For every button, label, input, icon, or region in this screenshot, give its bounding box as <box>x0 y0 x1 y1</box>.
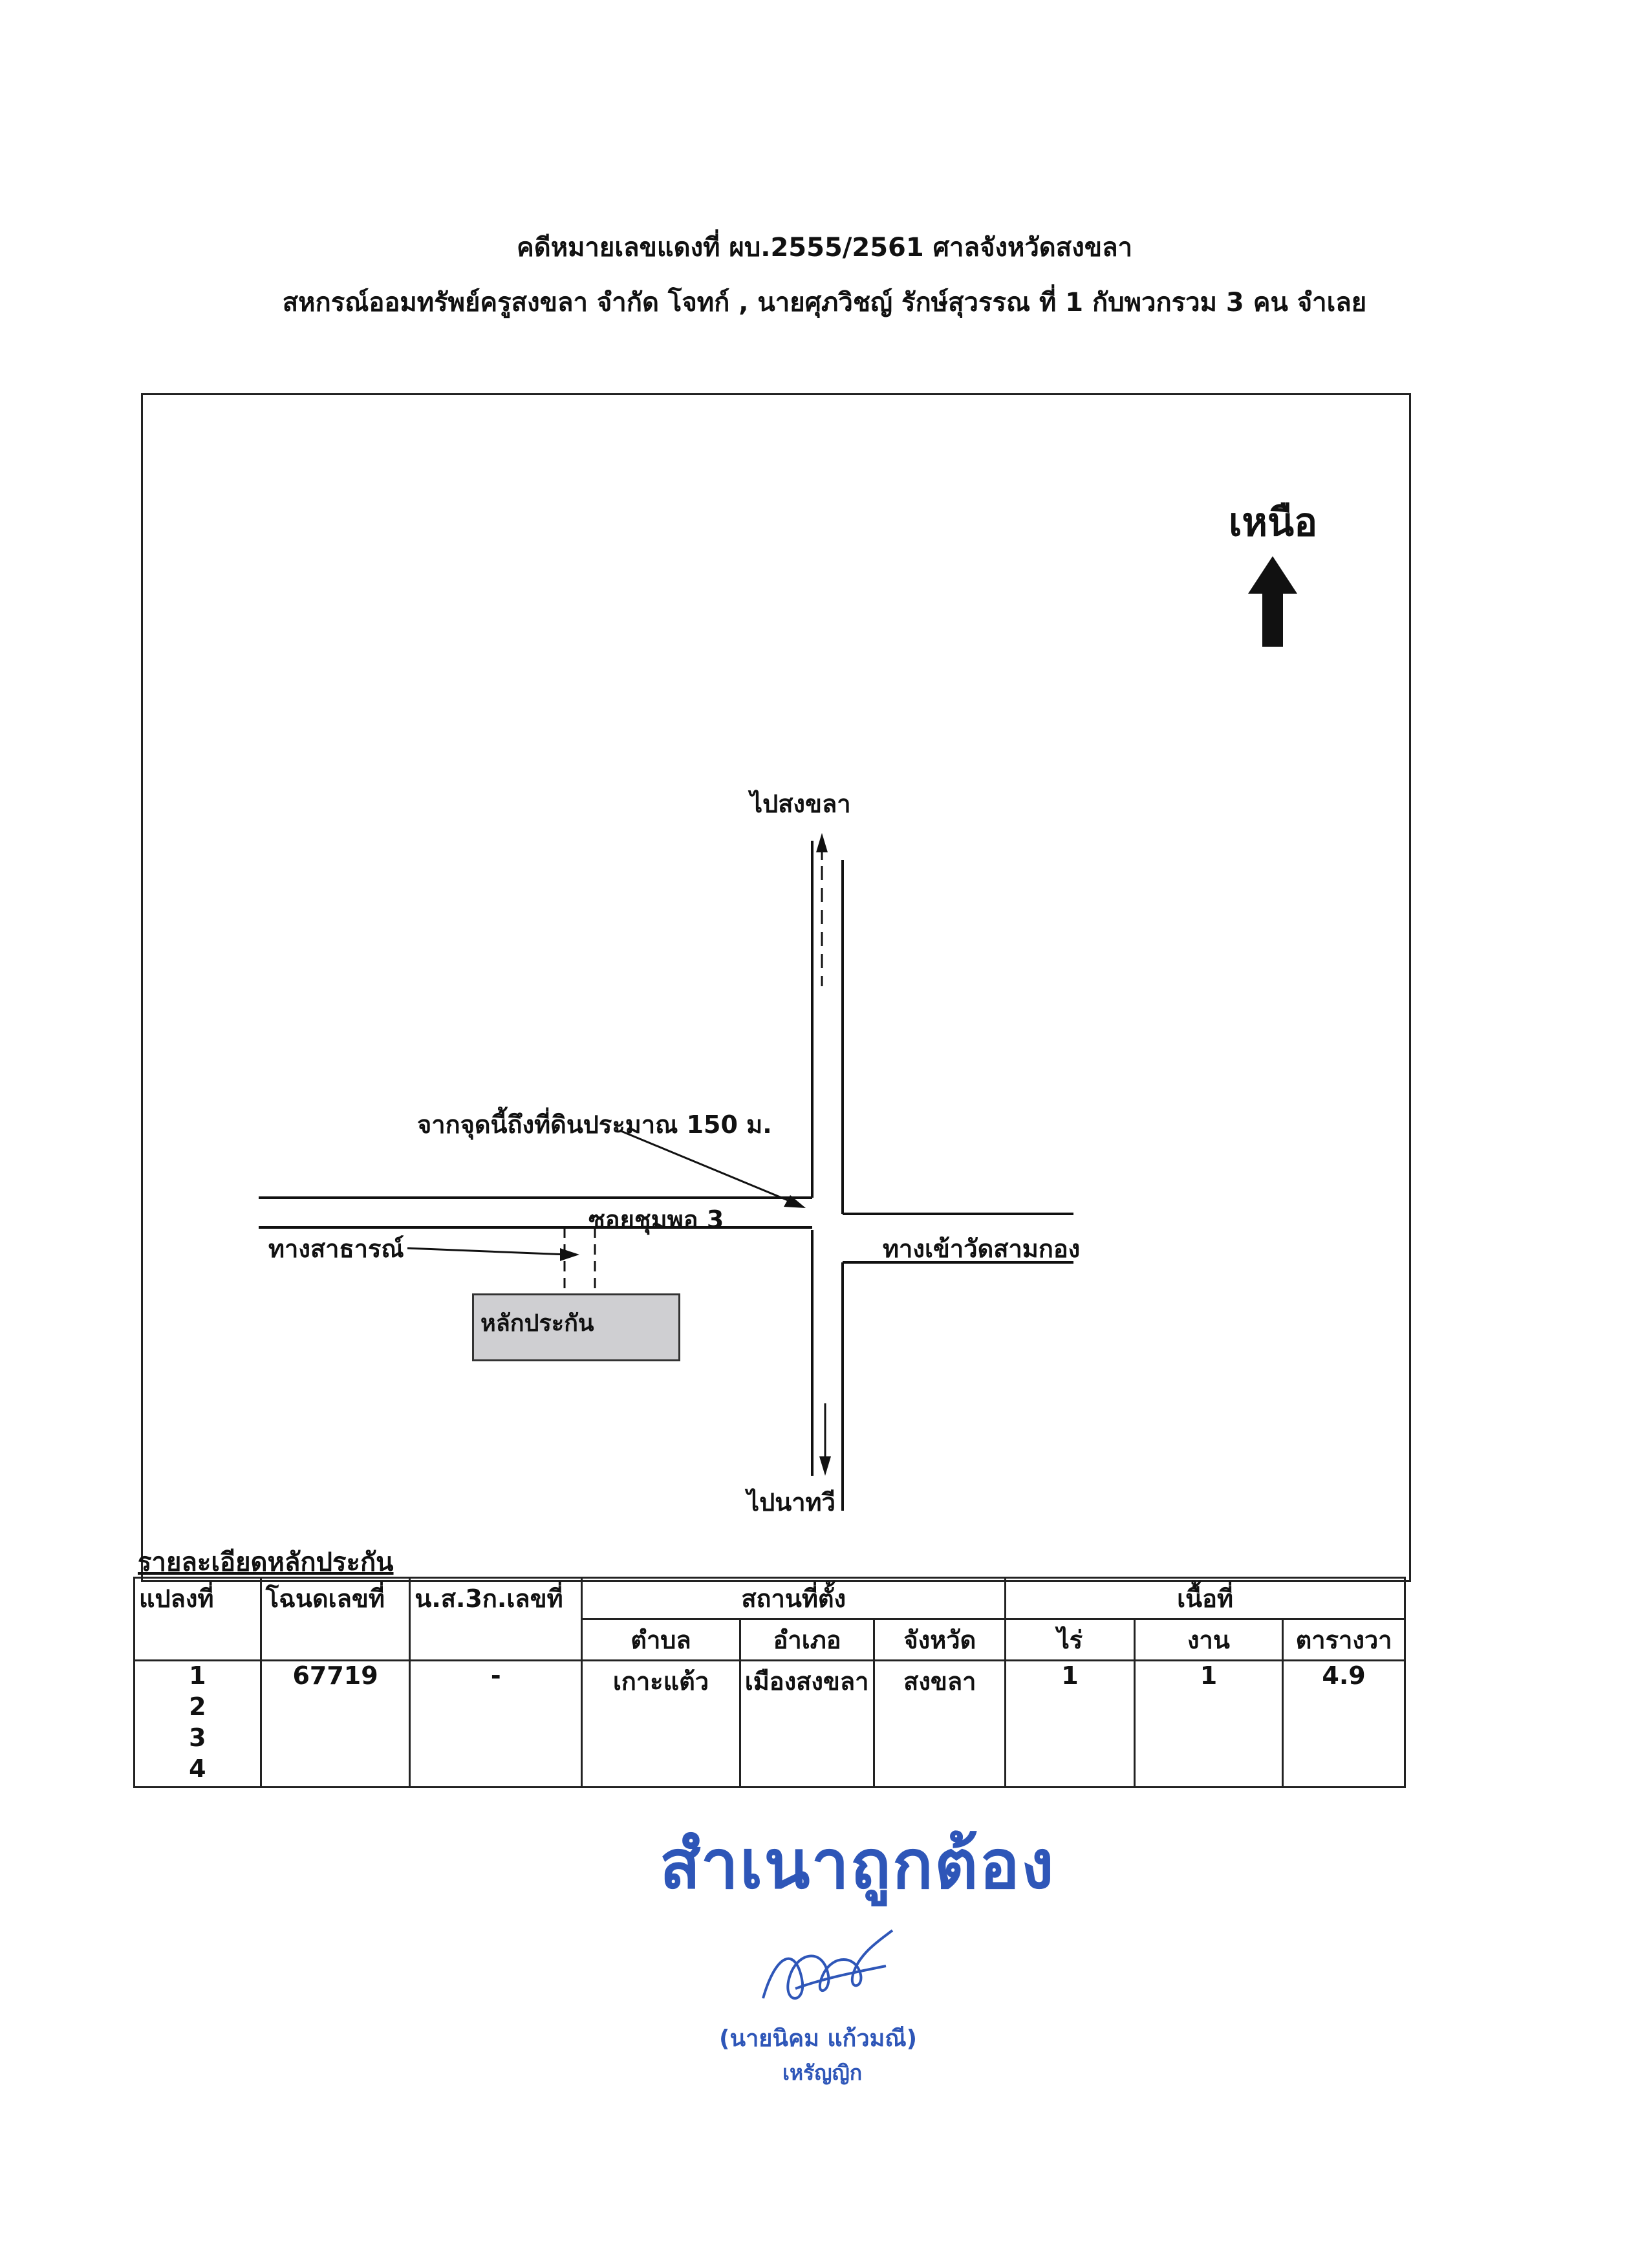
plot-number: 3 <box>189 1723 206 1752</box>
col-ns3k-no: น.ส.3ก.เลขที่ <box>409 1577 583 1661</box>
col-location: สถานที่ตั้ง <box>581 1577 1007 1620</box>
amphoe-value: เมืองสงขลา <box>738 1659 876 1788</box>
certified-copy-stamp: สำเนาถูกต้อง <box>660 1825 1055 1904</box>
plot-number: 1 <box>189 1661 206 1690</box>
collateral-details-table: แปลงที่ โฉนดเลขที่ น.ส.3ก.เลขที่ สถานที่… <box>133 1577 1406 1788</box>
col-amphoe: อำเภอ <box>738 1618 876 1661</box>
distance-note: จากจุดนี้ถึงที่ดินประมาณ 150 ม. <box>417 1110 772 1139</box>
plot-number: 2 <box>189 1692 206 1721</box>
col-sq-wa: ตารางวา <box>1282 1618 1406 1661</box>
ngan-value: 1 <box>1133 1659 1284 1788</box>
arrow-down-icon <box>819 1403 831 1476</box>
public-way-access <box>563 1227 596 1292</box>
col-tambon: ตำบล <box>581 1618 741 1661</box>
collateral-details-title: รายละเอียดหลักประกัน <box>138 1548 394 1577</box>
soi-road <box>259 1196 812 1229</box>
table-row: 1 2 3 4 67719 - เกาะแต้ว เมืองสงขลา สงขล… <box>133 1659 1406 1788</box>
distance-pointer-arrow <box>619 1129 806 1208</box>
main-road <box>811 841 844 1511</box>
tambon-value: เกาะแต้ว <box>581 1659 741 1788</box>
case-number-heading: คดีหมายเลขแดงที่ ผบ.2555/2561 ศาลจังหวัด… <box>516 233 1133 263</box>
ns3k-number: - <box>409 1659 583 1788</box>
col-area: เนื้อที่ <box>1004 1577 1406 1620</box>
deed-number: 67719 <box>259 1659 411 1788</box>
table-header-row: แปลงที่ โฉนดเลขที่ น.ส.3ก.เลขที่ สถานที่… <box>133 1577 1406 1661</box>
temple-road-label: ทางเข้าวัดสามกอง <box>883 1235 1081 1263</box>
rai-value: 1 <box>1004 1659 1136 1788</box>
signer-title: เหรัญญิก <box>782 2060 863 2085</box>
signer-name: (นายนิคม แก้วมณี) <box>719 2025 918 2052</box>
arrow-up-icon <box>816 833 828 860</box>
col-changwat: จังหวัด <box>873 1618 1007 1661</box>
north-arrow-icon <box>1248 556 1297 647</box>
to-songkhla-label: ไปสงขลา <box>750 790 851 818</box>
plot-numbers: 1 2 3 4 <box>133 1659 262 1788</box>
collateral-plot: หลักประกัน <box>472 1293 680 1361</box>
north-label: เหนือ <box>1229 500 1318 545</box>
public-way-pointer-arrow <box>407 1247 579 1261</box>
col-ngan: งาน <box>1133 1618 1284 1661</box>
signature-mark <box>762 1929 894 2000</box>
col-deed-no: โฉนดเลขที่ <box>259 1577 411 1661</box>
col-rai: ไร่ <box>1004 1618 1136 1661</box>
temple-road <box>843 1213 1073 1264</box>
public-way-label: ทางสาธารณ์ <box>268 1235 404 1263</box>
plot-number: 4 <box>189 1755 206 1783</box>
col-plot-no: แปลงที่ <box>133 1577 262 1661</box>
changwat-value: สงขลา <box>873 1659 1007 1788</box>
to-nathawi-label: ไปนาทวี <box>747 1488 835 1517</box>
sq-wa-value: 4.9 <box>1282 1659 1406 1788</box>
parties-heading: สหกรณ์ออมทรัพย์ครูสงขลา จำกัด โจทก์ , นา… <box>282 288 1367 318</box>
table-subheader-row: ตำบล อำเภอ จังหวัด ไร่ งาน ตารางวา <box>135 1618 1406 1661</box>
soi-name-label: ซอยชุมพอ 3 <box>588 1205 724 1234</box>
